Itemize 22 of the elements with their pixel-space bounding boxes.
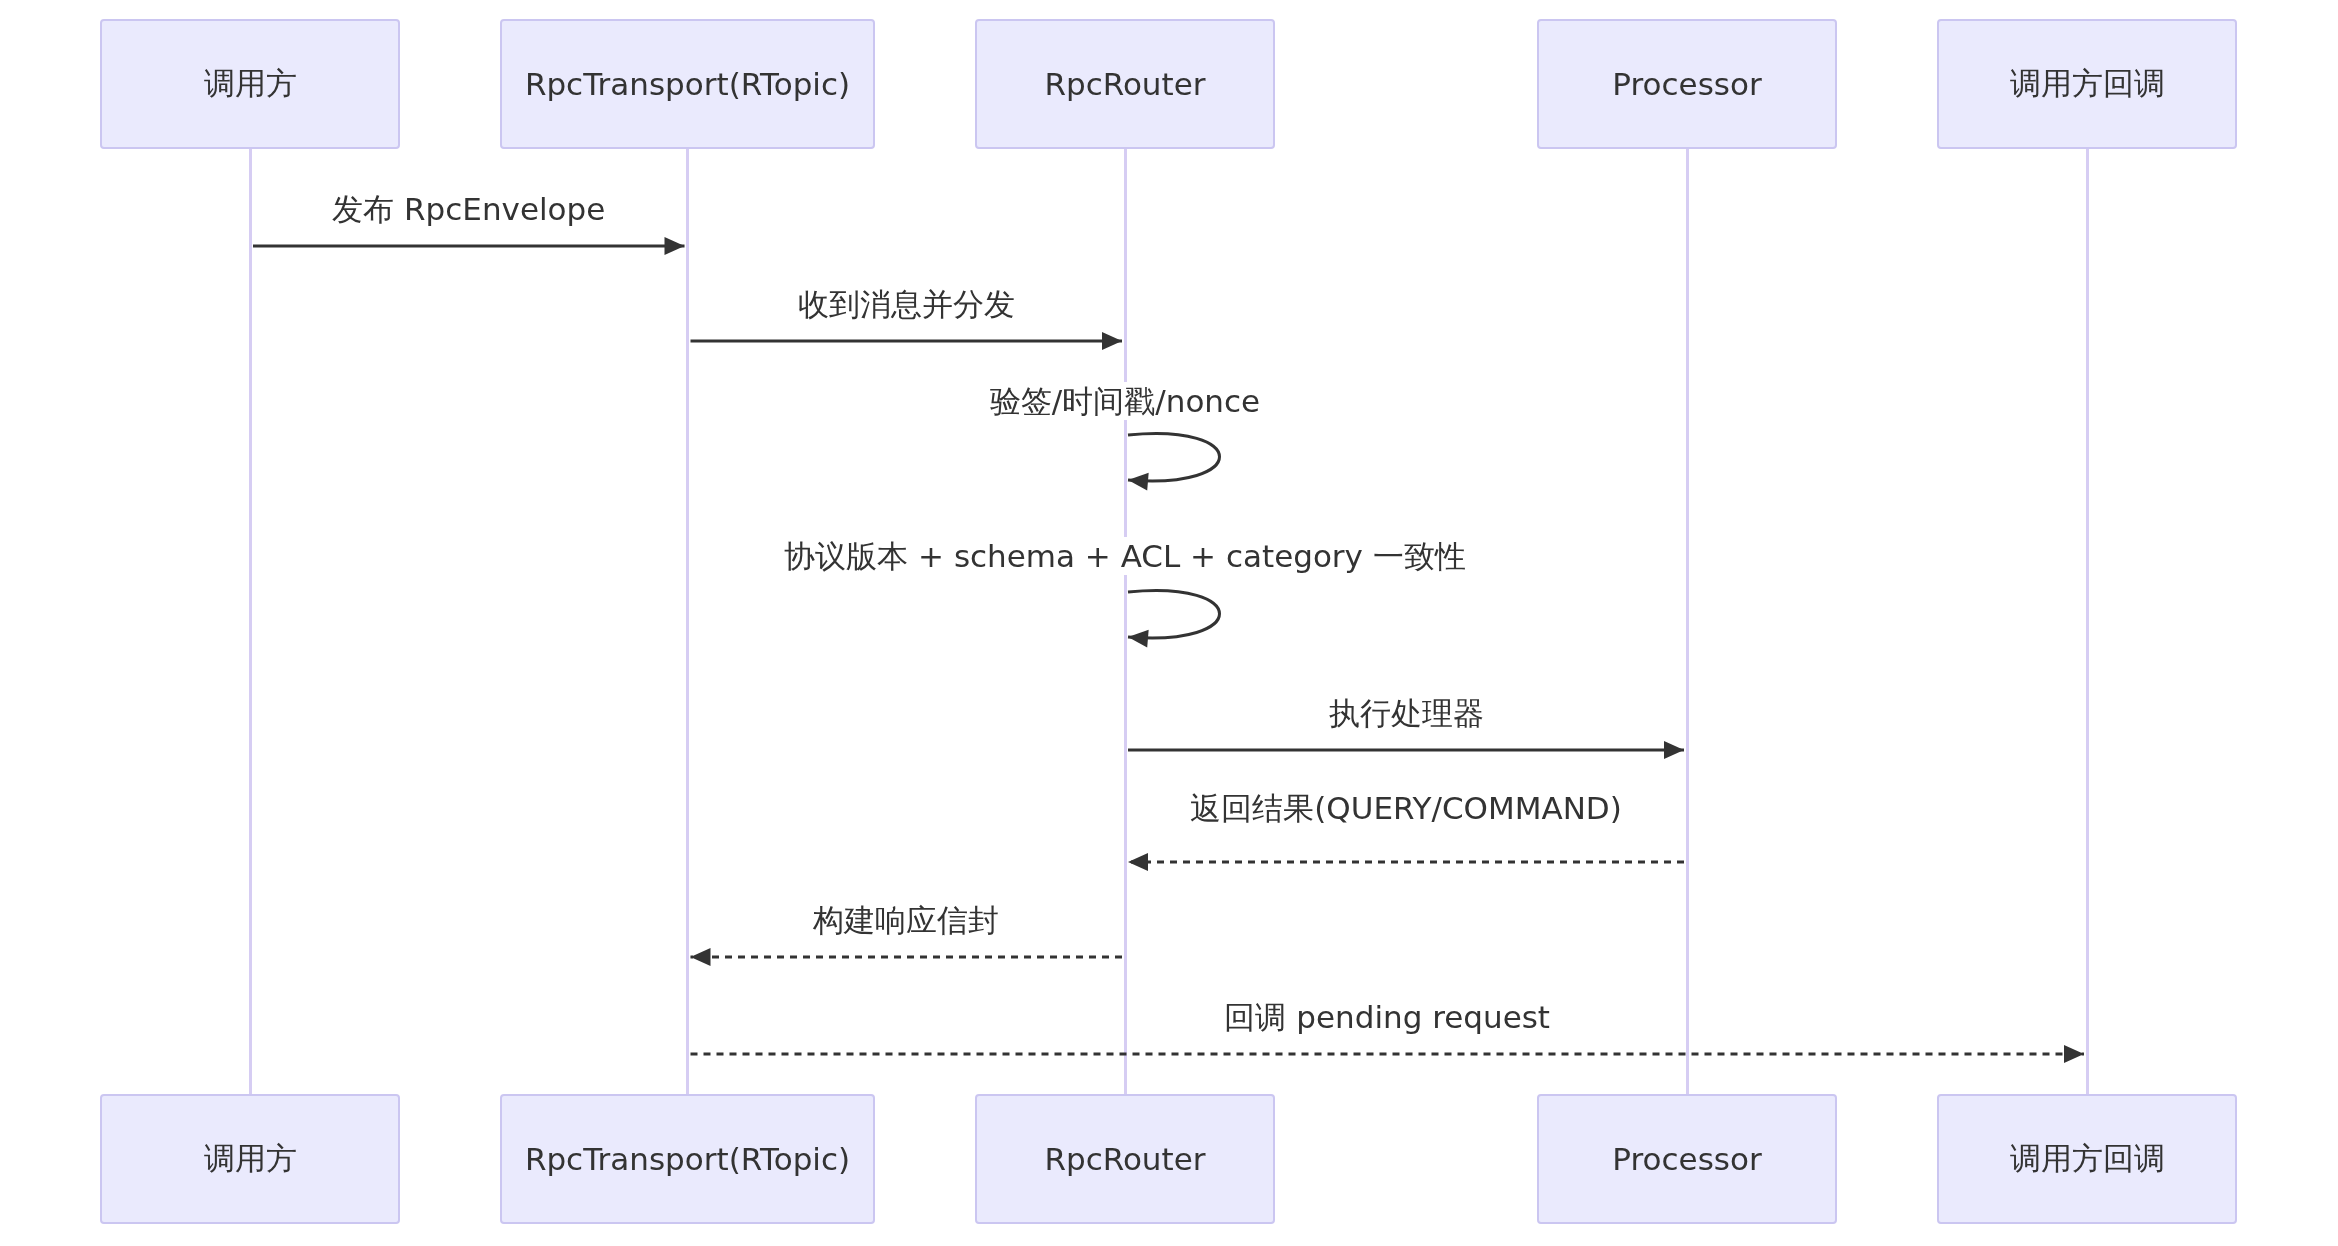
lifeline [2084,149,2090,1094]
participant-box: RpcTransport(RTopic) [500,19,875,149]
reply-arrow [690,1045,2084,1063]
self-message-arrow [1127,589,1221,647]
participant-box: RpcRouter [975,1094,1275,1224]
participant-box: RpcRouter [975,19,1275,149]
message-arrow [690,332,1122,350]
lifeline [247,149,253,1094]
reply-arrow [1128,853,1684,871]
participant-box: 调用方 [100,1094,400,1224]
lifeline [684,149,691,1094]
message-arrow [253,237,685,255]
participant-box: 调用方回调 [1937,1094,2237,1224]
reply-arrow [690,948,1122,966]
participant-box: Processor [1537,1094,1837,1224]
message-arrow [1128,741,1684,759]
self-message-arrow [1127,432,1221,490]
lifeline [1684,149,1690,1094]
participant-box: 调用方回调 [1937,19,2237,149]
participant-box: Processor [1537,19,1837,149]
participant-box: 调用方 [100,19,400,149]
participant-box: RpcTransport(RTopic) [500,1094,875,1224]
